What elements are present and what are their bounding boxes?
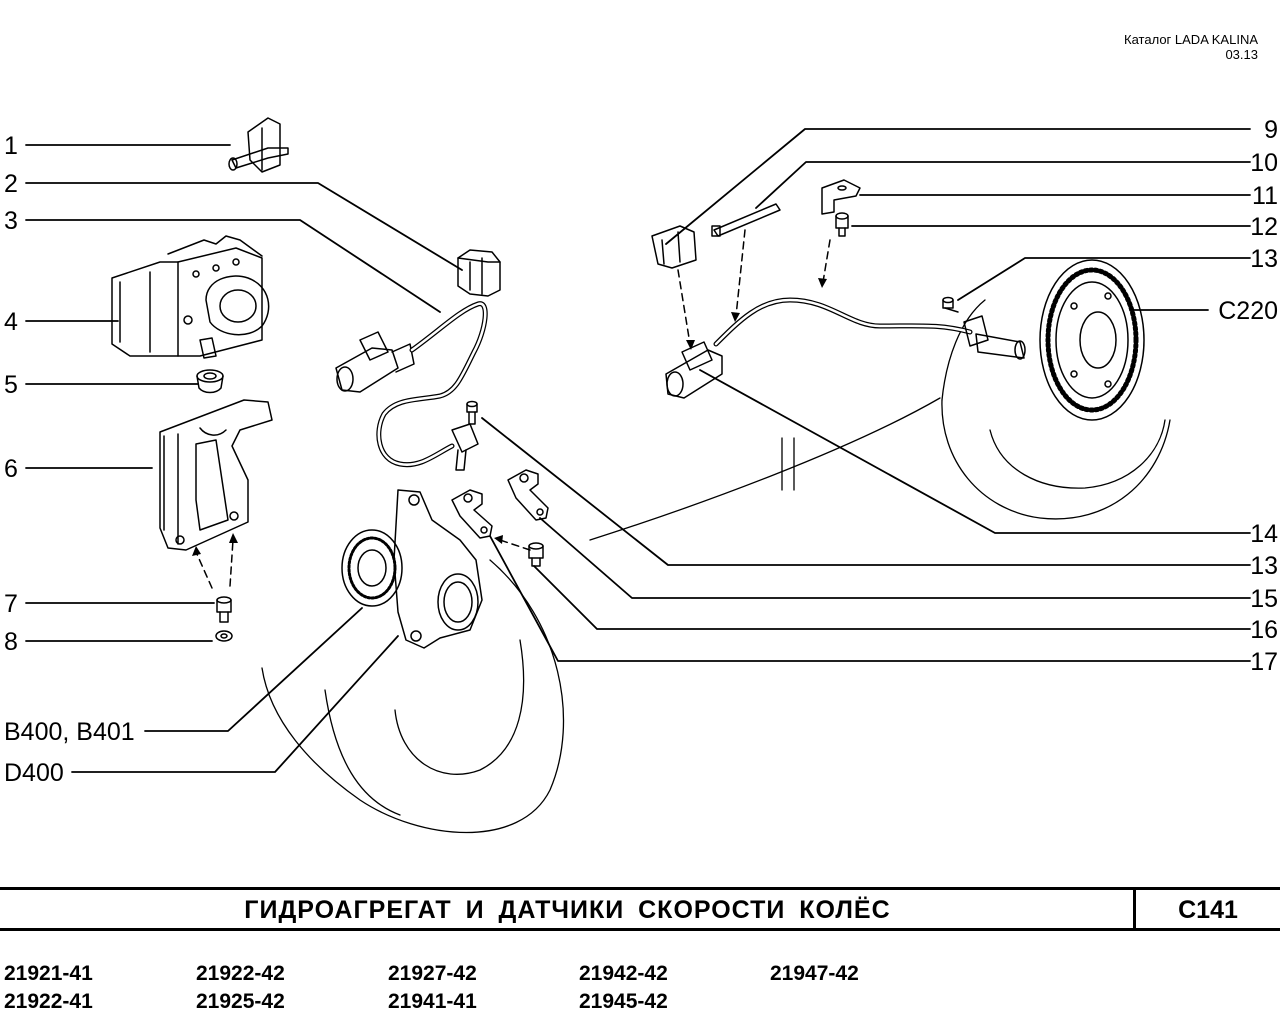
leader-17 xyxy=(489,535,1251,662)
label-13-bottom: 13 xyxy=(1250,552,1278,580)
leader-2 xyxy=(25,182,463,271)
leader-16 xyxy=(533,565,1251,630)
part-13-bolt-front xyxy=(466,400,478,425)
part-5-grommet xyxy=(196,369,224,394)
part-1-clip xyxy=(228,117,289,173)
part-8-washer xyxy=(215,630,233,642)
label-17: 17 xyxy=(1250,648,1278,676)
label-10: 10 xyxy=(1250,149,1278,177)
label-b400-b401: B400, B401 xyxy=(4,718,135,746)
label-4: 4 xyxy=(4,308,18,336)
part-17-bracket xyxy=(451,489,493,539)
model-code: 21945-42 xyxy=(579,990,668,1013)
leader-13a xyxy=(957,257,1251,301)
part-11-bracket xyxy=(821,179,861,215)
part-b400-hub xyxy=(341,489,483,649)
label-8: 8 xyxy=(4,628,18,656)
part-2-bushing xyxy=(457,249,501,297)
catalog-date: 03.13 xyxy=(1225,47,1258,62)
label-14: 14 xyxy=(1250,520,1278,548)
leader-lines xyxy=(25,128,1251,773)
part-10-cable-tie xyxy=(711,203,781,237)
label-9: 9 xyxy=(1264,116,1278,144)
leader-9 xyxy=(665,128,1251,245)
part-6-bracket xyxy=(159,399,273,551)
label-12: 12 xyxy=(1250,213,1278,241)
section-code: C141 xyxy=(1178,896,1238,924)
model-code: 21925-42 xyxy=(196,990,285,1013)
model-code: 21922-42 xyxy=(196,962,285,985)
catalog-name: Каталог LADA KALINA xyxy=(1124,32,1258,47)
part-3-front-sensor xyxy=(335,301,488,471)
assembly-arrows xyxy=(195,229,831,589)
label-3: 3 xyxy=(4,207,18,235)
leader-10 xyxy=(755,161,1251,209)
model-code: 21927-42 xyxy=(388,962,477,985)
label-11: 11 xyxy=(1252,182,1278,210)
title-separator xyxy=(1133,890,1136,928)
model-code: 21921-41 xyxy=(4,962,93,985)
part-13-bolt-rear xyxy=(942,296,959,313)
model-code: 21941-41 xyxy=(388,990,477,1013)
part-9-clip xyxy=(651,225,697,269)
label-1: 1 xyxy=(4,132,18,160)
wheel-outline-right xyxy=(941,299,1171,520)
label-16: 16 xyxy=(1250,616,1278,644)
title-bar: ГИДРОАГРЕГАТ И ДАТЧИКИ СКОРОСТИ КОЛЁС C1… xyxy=(0,887,1280,931)
right-labels: 9 10 11 12 13 C220 14 13 15 16 17 xyxy=(1218,116,1278,676)
part-14-rear-sensor xyxy=(665,297,1026,399)
label-15: 15 xyxy=(1250,585,1278,613)
leader-3 xyxy=(25,219,441,313)
label-7: 7 xyxy=(4,590,18,618)
part-c220-rotor xyxy=(1039,259,1145,421)
label-13-top: 13 xyxy=(1250,245,1278,273)
wheel-outline-left xyxy=(261,559,565,834)
page-title: ГИДРОАГРЕГАТ И ДАТЧИКИ СКОРОСТИ КОЛЁС xyxy=(244,896,891,924)
label-6: 6 xyxy=(4,455,18,483)
part-15-bracket xyxy=(507,469,549,521)
label-d400: D400 xyxy=(4,759,64,787)
part-4-hydraulic-unit xyxy=(111,235,270,359)
part-12-bolt xyxy=(835,212,849,237)
break-line xyxy=(589,397,941,541)
part-16-bolt xyxy=(528,542,544,567)
leader-d400 xyxy=(71,635,399,773)
leader-13b xyxy=(481,417,1251,566)
model-code: 21947-42 xyxy=(770,962,859,985)
leader-14 xyxy=(699,369,1251,534)
label-2: 2 xyxy=(4,170,18,198)
model-code: 21942-42 xyxy=(579,962,668,985)
parts-diagram: 1 2 3 4 5 6 7 8 B400, B401 D400 9 10 11 … xyxy=(4,116,1278,834)
part-7-bolt xyxy=(216,596,232,623)
leader-15 xyxy=(539,517,1251,599)
arrow-heads xyxy=(192,278,827,556)
label-5: 5 xyxy=(4,371,18,399)
leader-b400 xyxy=(144,607,363,732)
label-c220: C220 xyxy=(1218,297,1278,325)
model-code: 21922-41 xyxy=(4,990,93,1013)
left-labels: 1 2 3 4 5 6 7 8 B400, B401 D400 xyxy=(4,132,135,787)
